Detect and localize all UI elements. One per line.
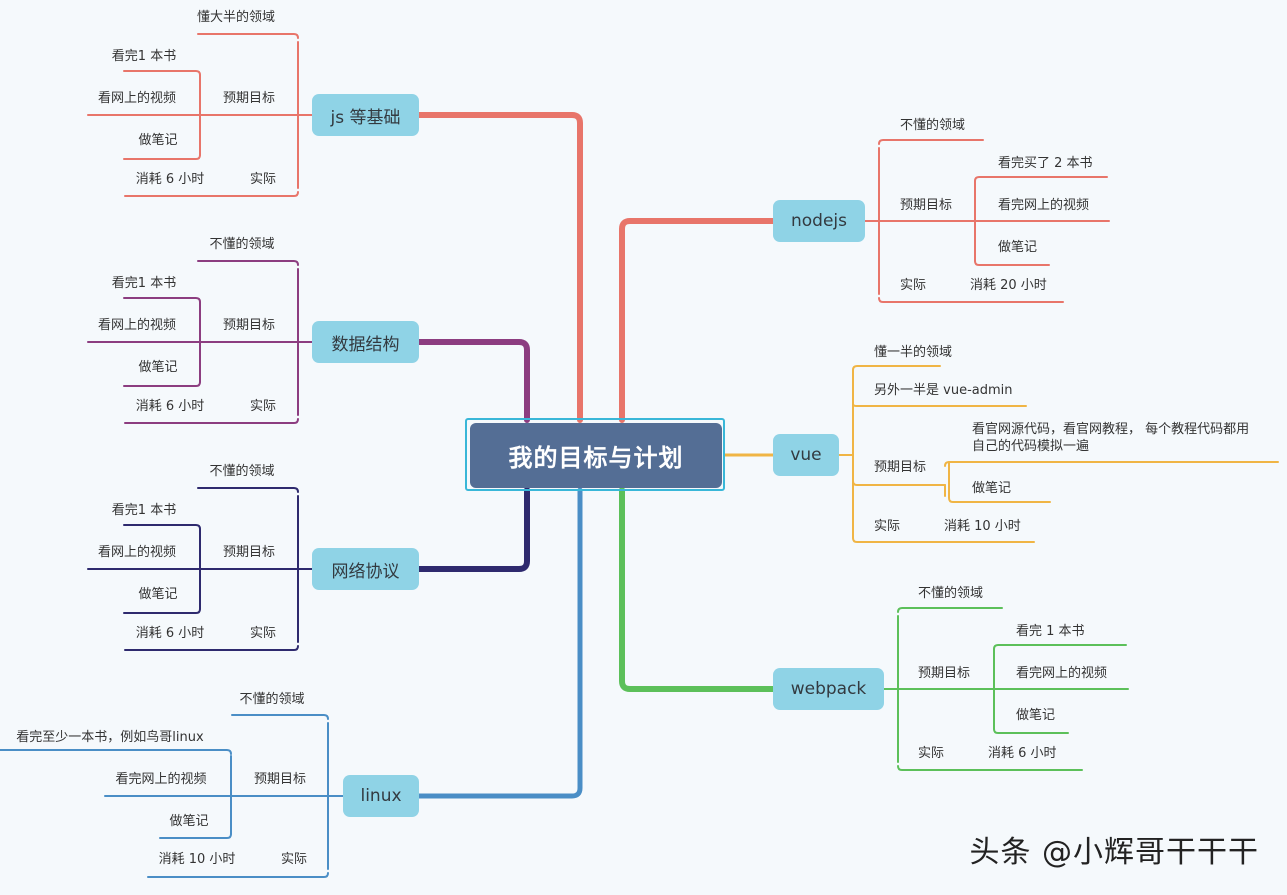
branch-node-js[interactable]: js 等基础 bbox=[312, 94, 419, 136]
vue-cost-label: 消耗 10 小时 bbox=[944, 519, 1021, 534]
js-item-label: 看完1 本书 bbox=[111, 49, 177, 64]
net-item-label: 看完1 本书 bbox=[111, 503, 177, 518]
root-node[interactable]: 我的目标与计划 bbox=[470, 423, 722, 488]
js-item-label: 看网上的视频 bbox=[97, 91, 177, 106]
js-plan-label: 预期目标 bbox=[222, 91, 276, 106]
linux-domain-line bbox=[231, 714, 329, 720]
vue-domain-line bbox=[852, 365, 941, 371]
trunk-ds bbox=[416, 339, 530, 423]
ds-item2-line bbox=[123, 381, 201, 387]
webpack-item-label: 看完 1 本书 bbox=[1016, 624, 1085, 639]
ds-domain-label: 不懂的领域 bbox=[209, 237, 275, 252]
net-item2-line bbox=[123, 608, 201, 614]
vue-plan-line bbox=[852, 480, 946, 486]
webpack-item2-line bbox=[993, 728, 1069, 734]
branch-node-data-structure[interactable]: 数据结构 bbox=[312, 321, 419, 363]
branch-node-network[interactable]: 网络协议 bbox=[312, 548, 419, 590]
net-item-label: 看网上的视频 bbox=[97, 545, 177, 560]
webpack-domain-line bbox=[897, 607, 1003, 613]
trunk-linux bbox=[416, 487, 583, 799]
linux-item0-line bbox=[0, 749, 232, 755]
js-cost-label: 消耗 6 小时 bbox=[135, 172, 205, 187]
net-item0-line bbox=[123, 524, 201, 530]
webpack-item-label: 做笔记 bbox=[1016, 708, 1056, 723]
linux-domain-label: 不懂的领域 bbox=[239, 692, 305, 707]
js-domain-line bbox=[197, 33, 299, 39]
linux-item2-line bbox=[159, 833, 232, 839]
ds-cost-label: 消耗 6 小时 bbox=[135, 399, 205, 414]
js-item0-line bbox=[123, 70, 201, 76]
ds-item0-line bbox=[123, 297, 201, 303]
vue-item-label: 做笔记 bbox=[972, 481, 1012, 496]
ds-item-label: 做笔记 bbox=[138, 360, 178, 375]
linux-item-label: 看完至少一本书，例如鸟哥linux bbox=[16, 730, 204, 745]
ds-actual-line bbox=[124, 418, 299, 424]
js-domain-label: 懂大半的领域 bbox=[196, 10, 276, 25]
net-domain-label: 不懂的领域 bbox=[209, 464, 275, 479]
ds-actual-label: 实际 bbox=[249, 399, 277, 414]
vue-other-label: 另外一半是 vue-admin bbox=[874, 383, 1013, 398]
nodejs-item2-line bbox=[974, 260, 1050, 266]
vue-actual-line bbox=[852, 537, 1035, 543]
linux-item-label: 看完网上的视频 bbox=[115, 772, 207, 787]
webpack-item0-line bbox=[993, 644, 1127, 650]
webpack-actual-line bbox=[897, 765, 1083, 771]
linux-item-label: 做笔记 bbox=[169, 814, 209, 829]
nodejs-item0-line bbox=[974, 176, 1108, 182]
vue-plan-label: 预期目标 bbox=[874, 460, 927, 475]
ds-item-label: 看网上的视频 bbox=[97, 318, 177, 333]
nodejs-actual-label: 实际 bbox=[900, 278, 927, 293]
linux-actual-line bbox=[147, 872, 329, 878]
branch-node-webpack[interactable]: webpack bbox=[773, 668, 884, 710]
webpack-actual-label: 实际 bbox=[918, 746, 945, 761]
ds-plan-label: 预期目标 bbox=[222, 318, 276, 333]
trunk-nodejs bbox=[619, 218, 776, 423]
linux-actual-label: 实际 bbox=[280, 852, 308, 867]
js-item-label: 做笔记 bbox=[138, 133, 178, 148]
nodejs-actual-line bbox=[878, 297, 1064, 303]
nodejs-item-label: 做笔记 bbox=[998, 240, 1038, 255]
nodejs-plan-label: 预期目标 bbox=[900, 198, 953, 213]
webpack-plan-label: 预期目标 bbox=[918, 666, 971, 681]
linux-cost-label: 消耗 10 小时 bbox=[158, 852, 236, 867]
branch-node-linux[interactable]: linux bbox=[343, 775, 419, 817]
webpack-domain-label: 不懂的领域 bbox=[918, 586, 984, 601]
trunk-webpack bbox=[619, 487, 776, 692]
vue-other-line bbox=[852, 403, 1027, 407]
net-domain-line bbox=[197, 487, 299, 493]
webpack-cost-label: 消耗 6 小时 bbox=[988, 746, 1057, 761]
ds-domain-line bbox=[197, 260, 299, 266]
vue-actual-label: 实际 bbox=[874, 519, 901, 534]
vue-item0-line bbox=[944, 461, 1279, 467]
net-actual-line bbox=[124, 645, 299, 651]
nodejs-cost-label: 消耗 20 小时 bbox=[970, 278, 1047, 293]
webpack-item-label: 看完网上的视频 bbox=[1016, 666, 1108, 681]
net-item-label: 做笔记 bbox=[138, 587, 178, 602]
root-node-frame bbox=[465, 418, 725, 491]
trunk-js bbox=[416, 112, 583, 423]
watermark: 头条 @小辉哥干干干 bbox=[969, 835, 1259, 870]
branch-node-nodejs[interactable]: nodejs bbox=[773, 200, 865, 242]
net-plan-label: 预期目标 bbox=[222, 545, 276, 560]
nodejs-domain-label: 不懂的领域 bbox=[900, 118, 966, 133]
ds-item-label: 看完1 本书 bbox=[111, 276, 177, 291]
nodejs-item-label: 看完买了 2 本书 bbox=[998, 156, 1093, 171]
js-actual-line bbox=[124, 191, 299, 197]
net-actual-label: 实际 bbox=[249, 626, 277, 641]
js-actual-label: 实际 bbox=[249, 172, 277, 187]
net-cost-label: 消耗 6 小时 bbox=[135, 626, 205, 641]
vue-item-label: 自己的代码模拟一遍 bbox=[972, 439, 1090, 454]
branch-node-vue[interactable]: vue bbox=[773, 434, 839, 476]
js-item2-line bbox=[123, 154, 201, 160]
vue-item2-line bbox=[948, 461, 1051, 503]
nodejs-domain-line bbox=[878, 139, 984, 145]
linux-plan-label: 预期目标 bbox=[253, 772, 307, 787]
nodejs-item-label: 看完网上的视频 bbox=[998, 198, 1090, 213]
vue-domain-label: 懂一半的领域 bbox=[874, 345, 953, 360]
trunk-net bbox=[416, 487, 530, 572]
vue-item-label: 看官网源代码，看官网教程， 每个教程代码都用 bbox=[972, 422, 1250, 437]
